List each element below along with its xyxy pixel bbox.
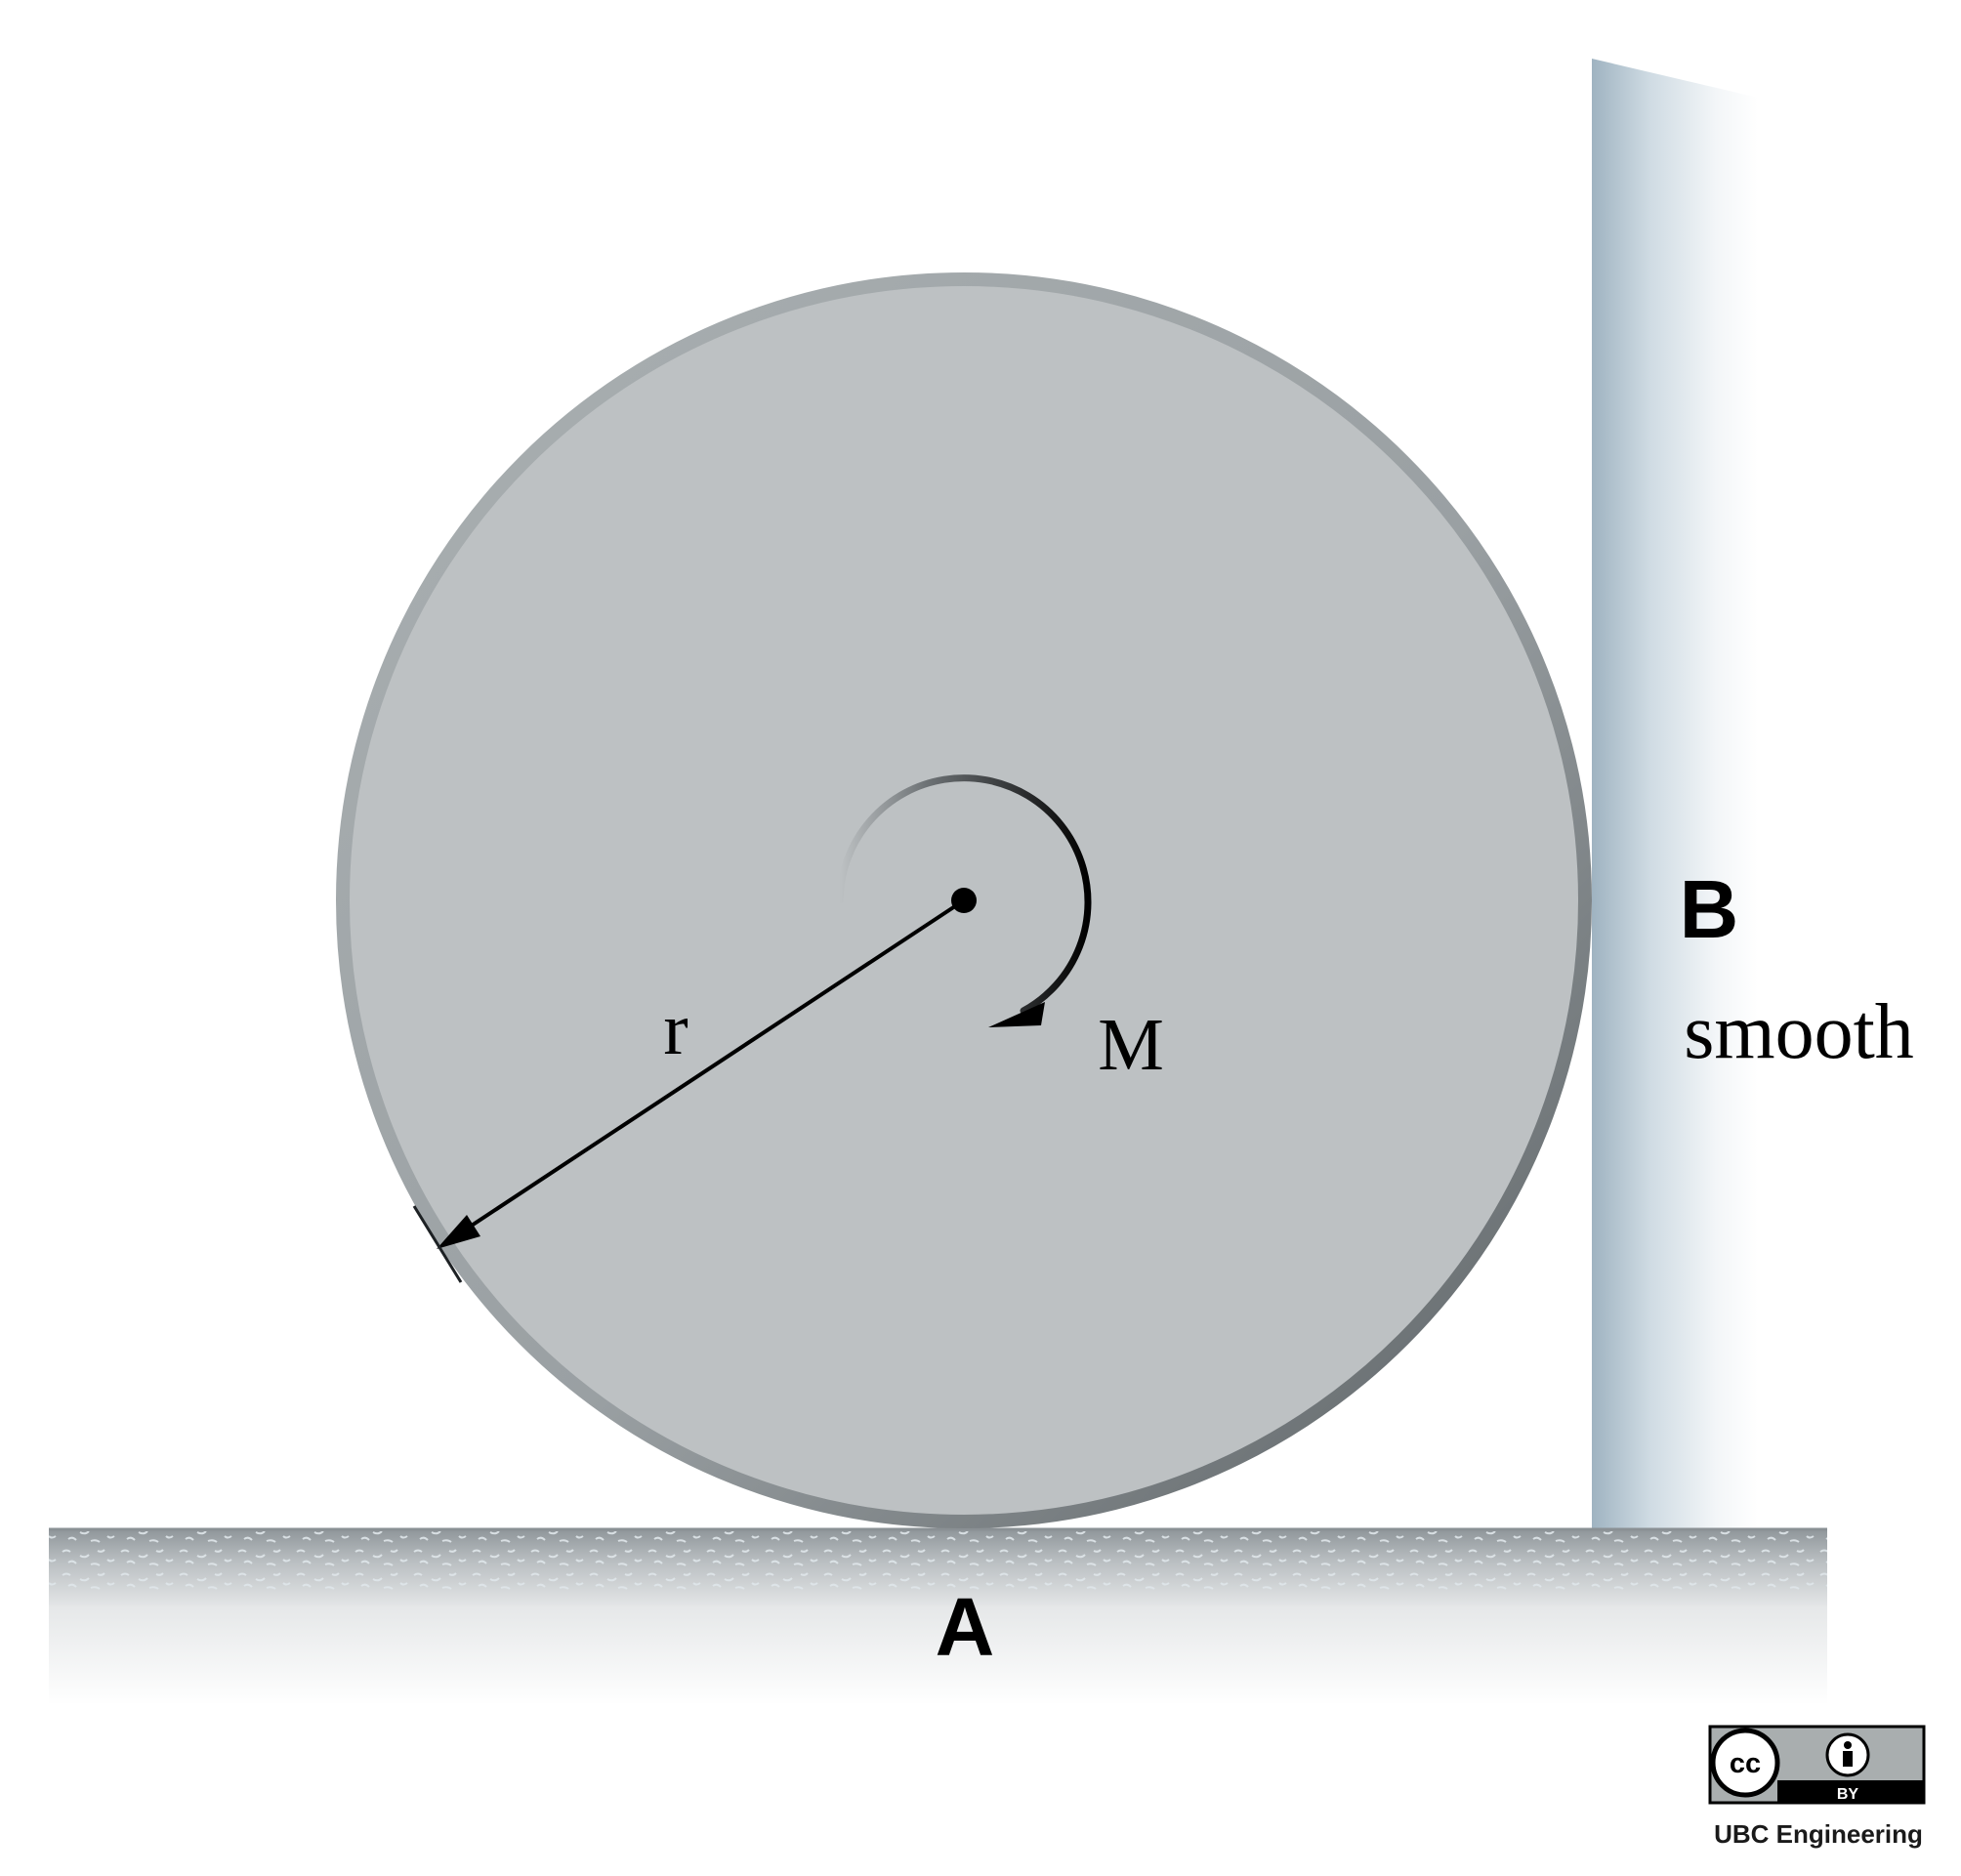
moment-arrowhead (988, 1002, 1045, 1027)
cc-icon (1710, 1728, 1780, 1798)
radius-label: r (663, 988, 688, 1070)
cc-text: cc (1730, 1748, 1761, 1779)
point-b-label: B (1680, 863, 1739, 955)
ground (49, 1527, 1827, 1705)
radius-dimension (412, 898, 966, 1283)
by-text: BY (1837, 1786, 1859, 1803)
cc-by-badge: cc BY (1708, 1725, 1926, 1805)
smooth-wall (1592, 59, 1758, 1529)
radius-arrowhead (437, 1215, 480, 1249)
moment-arrow (836, 774, 1092, 1027)
center-point (951, 888, 977, 913)
point-a-label: A (936, 1581, 995, 1673)
moment-label: M (1098, 1004, 1164, 1086)
credit-text: UBC Engineering (1714, 1819, 1923, 1849)
radius-tick (412, 1205, 463, 1283)
smooth-label: smooth (1684, 989, 1914, 1075)
